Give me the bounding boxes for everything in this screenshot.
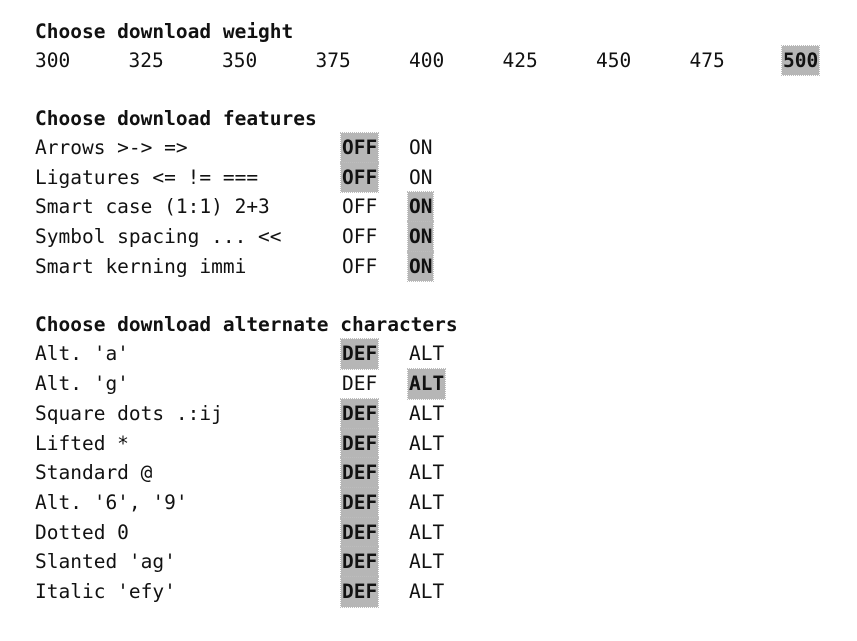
alternate-def-toggle[interactable]: DEF xyxy=(339,546,380,578)
alternate-label: Slanted 'ag' xyxy=(35,550,176,574)
alternate-label: Standard @ xyxy=(35,461,153,485)
alternate-row: Slanted 'ag' DEF ALT xyxy=(35,546,835,578)
feature-row: Smart case (1:1) 2+3 OFF ON xyxy=(35,191,835,224)
feature-label: Arrows >-> => xyxy=(35,136,188,159)
feature-off-toggle[interactable]: OFF xyxy=(339,132,380,164)
alternate-def-toggle[interactable]: DEF xyxy=(339,457,380,489)
weight-option[interactable]: 400 xyxy=(409,49,445,72)
alternate-alt-toggle[interactable]: ALT xyxy=(409,579,445,603)
section-spacer xyxy=(35,281,835,310)
weight-option[interactable]: 450 xyxy=(596,49,632,72)
download-options-panel: Choose download weight 300 325 350 375 4… xyxy=(35,17,835,608)
feature-off-toggle[interactable]: OFF xyxy=(339,161,380,194)
feature-label: Smart case (1:1) 2+3 xyxy=(35,195,270,219)
weight-heading: Choose download weight xyxy=(35,20,294,43)
weight-options: 300 325 350 375 400 425 450 475 500 xyxy=(35,45,835,76)
alternate-alt-toggle[interactable]: ALT xyxy=(409,550,445,574)
feature-on-toggle[interactable]: ON xyxy=(409,165,433,189)
feature-off-toggle[interactable]: OFF xyxy=(342,254,378,278)
weight-option[interactable]: 425 xyxy=(502,49,538,72)
feature-label: Smart kerning immi xyxy=(35,254,247,278)
alternate-label: Dotted 0 xyxy=(35,520,129,544)
alternate-row: Alt. '6', '9' DEF ALT xyxy=(35,486,835,519)
features-heading: Choose download features xyxy=(35,107,317,130)
feature-on-toggle[interactable]: ON xyxy=(406,250,435,283)
alternate-alt-toggle[interactable]: ALT xyxy=(409,520,445,544)
alternate-alt-toggle[interactable]: ALT xyxy=(406,368,447,400)
alternate-label: Lifted * xyxy=(35,431,129,455)
alternate-label: Alt. 'a' xyxy=(35,342,129,366)
weight-option[interactable]: 475 xyxy=(689,49,725,72)
weight-option[interactable]: 300 xyxy=(35,49,71,72)
alternate-row: Alt. 'a' DEF ALT xyxy=(35,338,835,371)
alternate-row: Lifted * DEF ALT xyxy=(35,427,835,460)
alternate-alt-toggle[interactable]: ALT xyxy=(409,490,445,514)
alternate-row: Alt. 'g' DEF ALT xyxy=(35,368,835,400)
alternate-row: Square dots .:ij DEF ALT xyxy=(35,397,835,430)
feature-row: Smart kerning immi OFF ON xyxy=(35,250,835,283)
alternate-def-toggle[interactable]: DEF xyxy=(339,427,380,460)
alternate-label: Alt. 'g' xyxy=(35,372,129,396)
feature-off-toggle[interactable]: OFF xyxy=(342,225,378,249)
alternate-row: Italic 'efy' DEF ALT xyxy=(35,575,835,608)
feature-row: Arrows >-> => OFF ON xyxy=(35,132,835,164)
alternate-alt-toggle[interactable]: ALT xyxy=(409,431,445,455)
alternate-row: Dotted 0 DEF ALT xyxy=(35,516,835,549)
alternate-row: Standard @ DEF ALT xyxy=(35,457,835,489)
features-list: Arrows >-> => OFF ON Ligatures <= != ===… xyxy=(35,132,835,283)
feature-off-toggle[interactable]: OFF xyxy=(342,195,378,219)
feature-label: Ligatures <= != === xyxy=(35,165,259,189)
feature-on-toggle[interactable]: ON xyxy=(406,221,435,253)
weight-option[interactable]: 325 xyxy=(128,49,164,72)
feature-row: Ligatures <= != === OFF ON xyxy=(35,161,835,194)
alternate-def-toggle[interactable]: DEF xyxy=(339,575,380,608)
alternates-heading: Choose download alternate characters xyxy=(35,313,458,337)
alternate-alt-toggle[interactable]: ALT xyxy=(409,461,445,485)
feature-on-toggle[interactable]: ON xyxy=(409,136,433,159)
alternate-label: Square dots .:ij xyxy=(35,401,223,425)
alternate-def-toggle[interactable]: DEF xyxy=(342,372,378,396)
alternate-alt-toggle[interactable]: ALT xyxy=(409,401,445,425)
alternate-def-toggle[interactable]: DEF xyxy=(339,486,380,519)
alternate-def-toggle[interactable]: DEF xyxy=(339,338,380,371)
weight-option[interactable]: 375 xyxy=(315,49,351,72)
alternate-label: Italic 'efy' xyxy=(35,579,176,603)
feature-on-toggle[interactable]: ON xyxy=(406,191,435,224)
alternate-label: Alt. '6', '9' xyxy=(35,490,188,514)
alternate-alt-toggle[interactable]: ALT xyxy=(409,342,445,366)
alternates-list: Alt. 'a' DEF ALT Alt. 'g' DEF ALT Square… xyxy=(35,338,835,608)
weight-option[interactable]: 350 xyxy=(222,49,258,72)
weight-option[interactable]: 500 xyxy=(780,45,821,76)
feature-row: Symbol spacing ... << OFF ON xyxy=(35,221,835,253)
section-spacer xyxy=(35,75,835,104)
feature-label: Symbol spacing ... << xyxy=(35,225,282,249)
alternate-def-toggle[interactable]: DEF xyxy=(339,516,380,549)
alternate-def-toggle[interactable]: DEF xyxy=(339,397,380,430)
